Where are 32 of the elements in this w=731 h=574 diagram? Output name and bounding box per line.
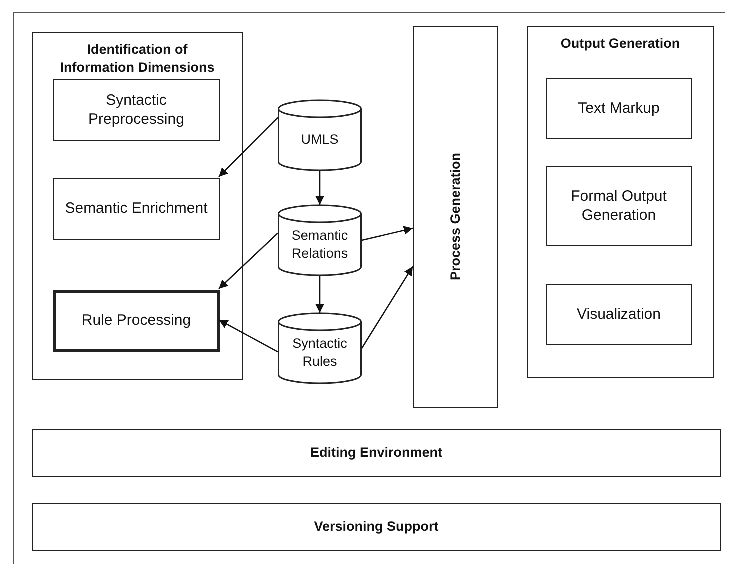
process-box [53, 79, 220, 141]
node-label: Process Generation [446, 153, 464, 281]
node-label: Semantic Enrichment [65, 199, 208, 219]
process-box [32, 503, 721, 551]
panel-title: Identification of Information Dimensions [59, 41, 216, 76]
panel-title: Output Generation [560, 35, 680, 53]
node-label: Formal Output Generation [570, 186, 668, 226]
node-label: Syntactic Rules [292, 334, 348, 370]
arrow [218, 232, 278, 290]
node-label: Visualization [577, 304, 661, 324]
arrow [361, 266, 414, 349]
arrow [316, 276, 324, 313]
process-box [546, 284, 692, 345]
arrow [218, 117, 278, 178]
group-panel [527, 26, 714, 378]
node-label: Rule Processing [82, 311, 192, 331]
node-label: Syntactic Preprocessing [88, 90, 186, 130]
arrow [316, 171, 324, 205]
node-label: Text Markup [578, 98, 660, 118]
arrow [218, 319, 278, 353]
process-box [53, 178, 220, 240]
node-label: Editing Environment [310, 444, 442, 462]
process-box [546, 166, 692, 246]
process-box [413, 26, 498, 408]
node-label: UMLS [301, 130, 339, 148]
group-panel [32, 32, 243, 380]
node-label: Semantic Relations [290, 226, 350, 262]
arrow [362, 226, 414, 242]
process-box [546, 78, 692, 139]
node-label: Versioning Support [314, 518, 439, 536]
process-box [32, 429, 721, 477]
process-box [53, 290, 220, 352]
